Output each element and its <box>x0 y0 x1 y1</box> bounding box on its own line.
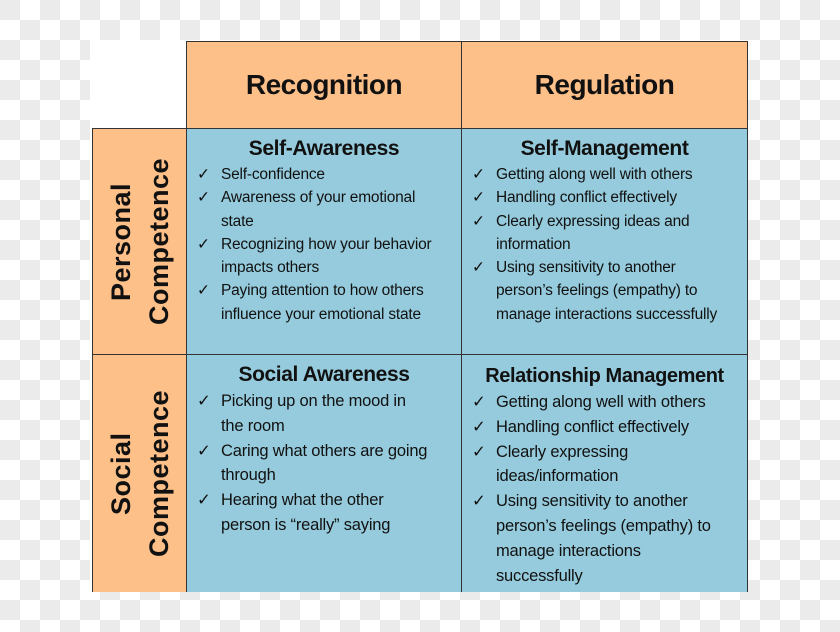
header-label: Regulation <box>534 69 675 100</box>
cell-self-management: Self-Management ✓ Getting along well with … <box>461 128 748 355</box>
cell-relationship-management: Relationship Management ✓ Getting along we… <box>461 354 748 592</box>
check-icon: ✓ <box>472 492 486 511</box>
row-label-line: Competence <box>143 157 174 326</box>
check-icon: ✓ <box>197 166 210 183</box>
bullet-list: ✓ Getting along well with others ✓ Handling… <box>462 390 747 588</box>
list-item-line: Getting along well with others <box>496 166 693 183</box>
check-icon: ✓ <box>472 189 485 207</box>
cell-social-awareness: Social Awareness ✓ Picking up on the mood … <box>186 354 462 592</box>
list-item-line: Using sensitivity to another <box>496 492 688 511</box>
list-item-line: Clearly expressing ideas and <box>496 212 690 230</box>
bullet-list: ✓ Picking up on the mood in the room ✓ Carin… <box>187 389 461 538</box>
list-item-line: Clearly expressing <box>496 442 629 461</box>
check-icon: ✓ <box>197 441 211 460</box>
row-label-line: Competence <box>143 389 174 558</box>
list-item-line: Self-confidence <box>221 166 325 183</box>
cell-self-awareness: Self-Awareness ✓ Self-confidence ✓ Awareness… <box>186 128 462 355</box>
list-item-line: Picking up on the mood in <box>221 392 406 410</box>
bullet-list: ✓ Getting along well with others ✓ Handling… <box>462 163 747 326</box>
list-item: ✓ Recognizing how your behavior impacts ot… <box>197 233 461 280</box>
check-icon: ✓ <box>197 282 210 300</box>
check-icon: ✓ <box>472 212 485 230</box>
list-item: ✓ Using sensitivity to another person’s fe… <box>472 256 747 326</box>
list-item: ✓ Handling conflict effectively <box>472 186 747 209</box>
list-item-line: manage interactions <box>496 541 641 560</box>
cell-title: Relationship Management <box>485 365 724 387</box>
list-item: ✓ Getting along well with others <box>472 163 747 186</box>
list-item: ✓ Clearly expressing ideas/information <box>472 440 747 490</box>
list-item: ✓ Self-confidence <box>197 163 461 186</box>
list-item-line: influence your emotional state <box>221 305 421 323</box>
header-label: Recognition <box>245 69 403 100</box>
list-item-line: Getting along well with others <box>496 393 706 411</box>
list-item: ✓ Paying attention to how others influence… <box>197 279 461 326</box>
list-item-line: Awareness of your emotional <box>221 189 416 207</box>
check-icon: ✓ <box>197 392 211 410</box>
bullet-list: ✓ Self-confidence ✓ Awareness of your emoti… <box>187 163 461 326</box>
list-item-line: ideas/information <box>496 467 619 486</box>
list-item-line: Using sensitivity to another <box>496 259 676 277</box>
list-item: ✓ Caring what others are going through <box>197 439 461 489</box>
list-item: ✓ Hearing what the other person is “really… <box>197 488 461 538</box>
check-icon: ✓ <box>472 166 485 183</box>
header-regulation: Regulation <box>461 41 748 129</box>
list-item-line: successfully <box>496 566 583 585</box>
list-item-line: Handling conflict effectively <box>496 189 677 207</box>
list-item: ✓ Picking up on the mood in the room <box>197 389 461 439</box>
cell-title: Social Awareness <box>238 363 410 386</box>
list-item-line: Hearing what the other <box>221 491 384 510</box>
check-icon: ✓ <box>197 189 210 207</box>
list-item-line: information <box>496 235 571 253</box>
list-item-line: person’s feelings (empathy) to <box>496 282 698 300</box>
list-item-line: manage interactions successfully <box>496 305 718 323</box>
list-item: ✓ Getting along well with others <box>472 390 747 415</box>
list-item-line: Paying attention to how others <box>221 282 424 300</box>
list-item: ✓ Handling conflict effectively <box>472 415 747 440</box>
list-item-line: person is “really” saying <box>221 515 391 534</box>
list-item: ✓ Awareness of your emotional state <box>197 186 461 233</box>
check-icon: ✓ <box>197 235 210 253</box>
check-icon: ✓ <box>472 393 486 411</box>
list-item: ✓ Clearly expressing ideas and information <box>472 210 747 257</box>
row-label-line: Social <box>105 432 136 515</box>
cell-title: Self-Awareness <box>248 137 400 160</box>
row-label-line: Personal <box>105 182 136 301</box>
list-item-line: state <box>221 212 254 230</box>
list-item-line: the room <box>221 416 285 435</box>
list-item-line: Recognizing how your behavior <box>221 235 432 253</box>
check-icon: ✓ <box>472 259 485 277</box>
check-icon: ✓ <box>472 442 486 461</box>
list-item-line: Handling conflict effectively <box>496 417 689 436</box>
list-item-line: through <box>221 466 276 485</box>
header-recognition: Recognition <box>186 41 462 129</box>
check-icon: ✓ <box>472 417 486 436</box>
check-icon: ✓ <box>197 491 211 510</box>
cell-title: Self-Management <box>520 137 689 160</box>
list-item: ✓ Using sensitivity to another person’s fe… <box>472 489 747 588</box>
list-item-line: impacts others <box>221 259 319 277</box>
list-item-line: Caring what others are going <box>221 441 428 460</box>
list-item-line: person’s feelings (empathy) to <box>496 516 711 535</box>
